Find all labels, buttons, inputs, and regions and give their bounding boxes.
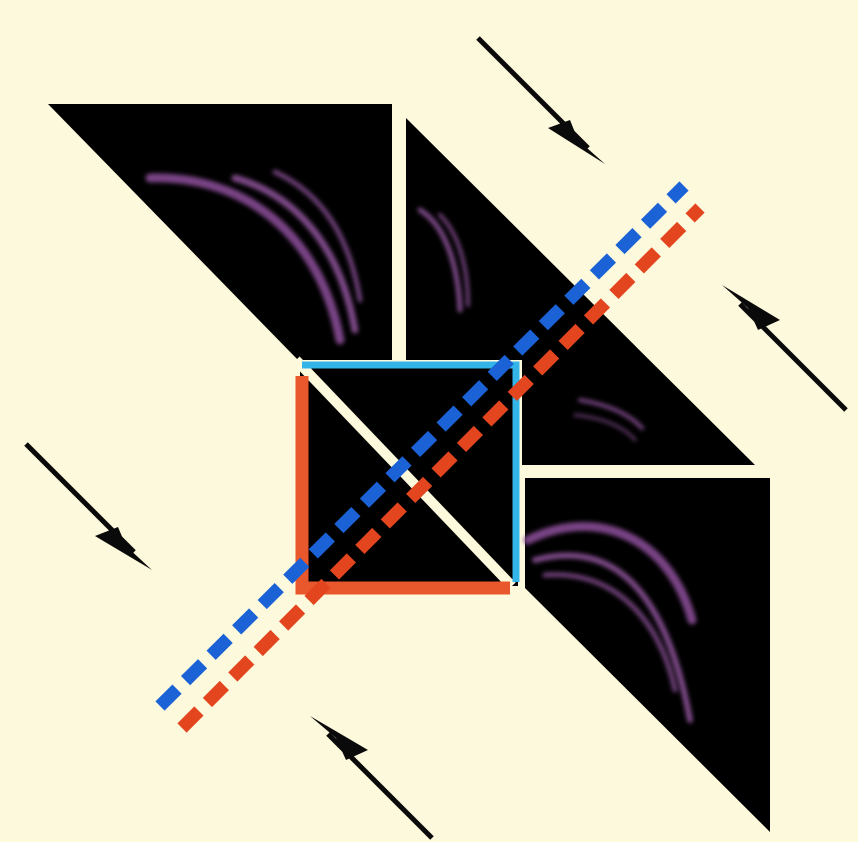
center-square <box>296 360 518 588</box>
